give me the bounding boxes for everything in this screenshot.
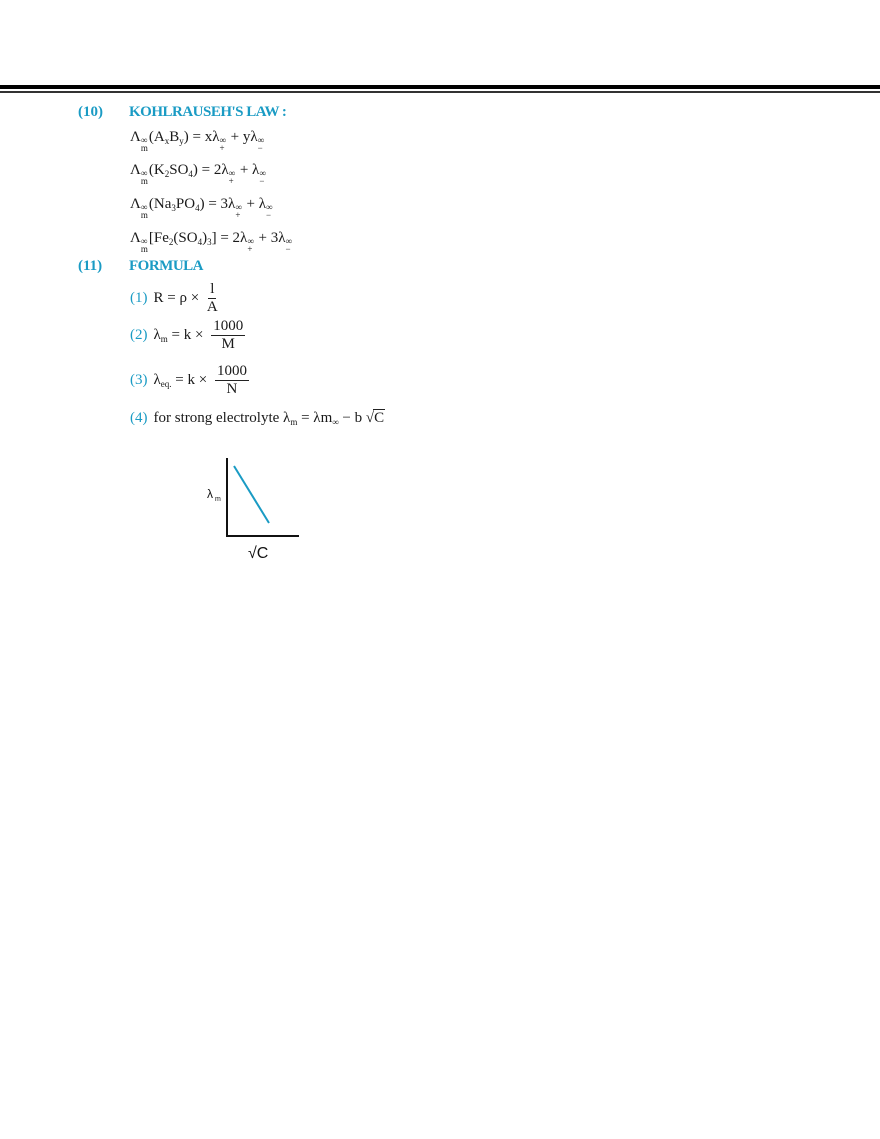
svg-text:m: m <box>215 496 221 503</box>
header-rule-thick <box>0 85 880 89</box>
svg-text:λ: λ <box>207 487 213 501</box>
kohlrausch-equation-fe2so43: Λ∞m[Fe2(SO4)3] = 2λ∞+ + 3λ∞− <box>130 230 292 254</box>
header-rule-thin <box>0 91 880 93</box>
section-number-10: (10) <box>78 104 103 120</box>
formula-strong-electrolyte: (4)for strong electrolyte λm = λm∞ − b √… <box>130 409 386 427</box>
svg-text:√C: √C <box>248 545 268 562</box>
section-title-kohlrausch: KOHLRAUSEH'S LAW : <box>129 104 287 120</box>
conductivity-vs-sqrt-c-graph: λ m √C <box>207 458 299 562</box>
section-number-11: (11) <box>78 258 103 274</box>
kohlrausch-equation-k2so4: Λ∞m(K2SO4) = 2λ∞+ + λ∞− <box>130 162 266 186</box>
kohlrausch-equation-na3po4: Λ∞m(Na3PO4) = 3λ∞+ + λ∞− <box>130 196 273 220</box>
section-title-formula: FORMULA <box>129 258 204 274</box>
kohlrausch-equation-general: Λ∞m(AxBy) = xλ∞+ + yλ∞− <box>130 129 265 153</box>
